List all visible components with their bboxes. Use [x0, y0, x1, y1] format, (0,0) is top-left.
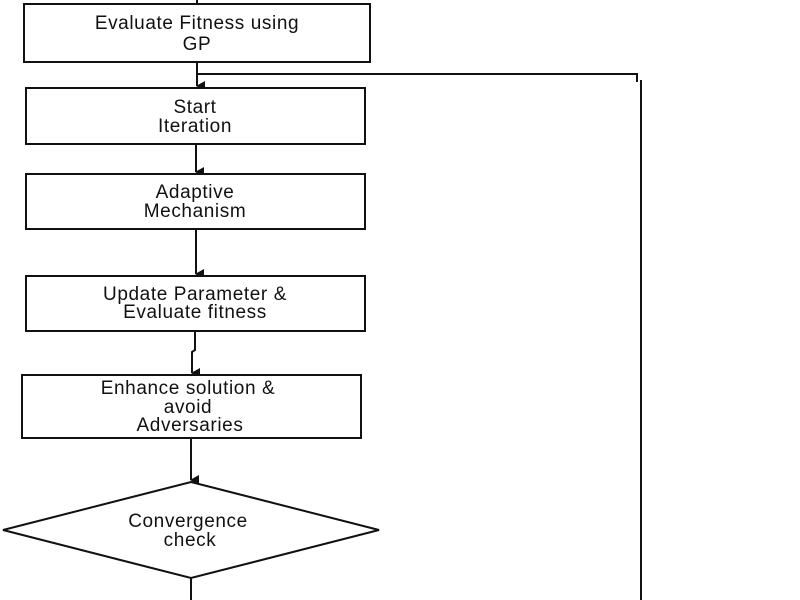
update-parameter-line-1: Update Parameter &	[103, 284, 287, 305]
enhance-solution-line-3: Adversaries	[137, 415, 244, 436]
evaluate-fitness-line-2: GP	[183, 34, 212, 55]
update-parameter-line-2: Evaluate fitness	[123, 302, 267, 323]
node-adaptive-mechanism: Adaptive Mechanism	[25, 173, 366, 230]
enhance-solution-line-2: avoid	[164, 397, 212, 418]
svg-text:GP: GP	[183, 34, 212, 55]
svg-text:check: check	[164, 530, 217, 551]
svg-text:Evaluate fitness: Evaluate fitness	[123, 302, 267, 323]
svg-text:Convergence: Convergence	[128, 511, 248, 532]
svg-text:Evaluate Fitness using: Evaluate Fitness using	[95, 13, 299, 34]
svg-text:Iteration: Iteration	[158, 116, 232, 137]
svg-text:Adversaries: Adversaries	[137, 415, 244, 436]
convergence-check-line-1: Convergence	[128, 511, 248, 532]
loop-back-line	[197, 73, 638, 82]
adaptive-mechanism-line-1: Adaptive	[156, 182, 235, 203]
convergence-check-line-2: check	[164, 530, 217, 551]
svg-text:Mechanism: Mechanism	[144, 201, 247, 222]
start-iteration-line-2: Iteration	[158, 116, 232, 137]
node-start-iteration: Start Iteration	[25, 87, 366, 145]
start-iteration-line-1: Start	[173, 97, 216, 118]
node-evaluate-fitness: Evaluate Fitness using GP	[23, 3, 371, 63]
node-convergence-check: Convergence check	[2, 480, 380, 580]
enhance-solution-line-1: Enhance solution &	[101, 378, 276, 399]
svg-text:Start: Start	[173, 97, 216, 118]
svg-text:avoid: avoid	[164, 397, 212, 418]
evaluate-fitness-line-1: Evaluate Fitness using	[95, 13, 299, 34]
svg-text:Adaptive: Adaptive	[156, 182, 235, 203]
node-enhance-solution: Enhance solution & avoid Adversaries	[21, 374, 362, 439]
svg-text:Enhance solution &: Enhance solution &	[101, 378, 276, 399]
adaptive-mechanism-line-2: Mechanism	[144, 201, 247, 222]
arrow-update-to-enhance	[191, 331, 200, 378]
node-update-parameter: Update Parameter & Evaluate fitness	[25, 275, 366, 332]
svg-text:Update Parameter &: Update Parameter &	[103, 284, 287, 305]
